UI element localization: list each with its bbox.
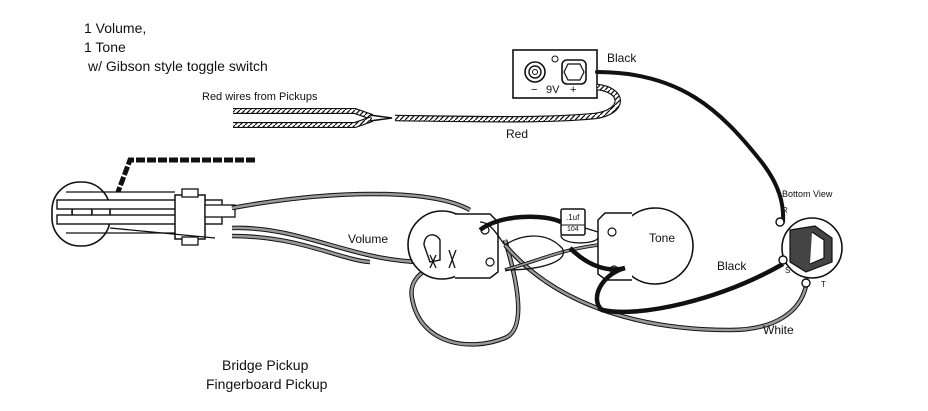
note-tone: 1 Tone [84, 39, 126, 55]
label-black-lower: Black [717, 259, 747, 273]
pickup-red-wires [233, 108, 393, 128]
jack-ring-label: R [782, 206, 788, 215]
note-volume: 1 Volume, [84, 20, 147, 36]
label-black-top: Black [607, 51, 637, 65]
black-wire-volume-to-tone [478, 214, 563, 232]
jack-ring-lug [775, 217, 785, 227]
shielded-wires [231, 191, 809, 347]
black-wire-battery-to-jack [595, 70, 786, 224]
black-wire-ground-loop [594, 262, 785, 315]
capacitor-value: .1uf [566, 213, 580, 222]
label-tone: Tone [649, 231, 676, 245]
note-toggle: w/ Gibson style toggle switch [88, 58, 268, 74]
battery-plus-label: + [570, 84, 577, 96]
label-fingerboard-pickup: Fingerboard Pickup [206, 376, 328, 392]
jack-tip-lug [801, 278, 811, 288]
thin-ground-loop [504, 235, 565, 271]
label-red-wires-from-pickups: Red wires from Pickups [202, 91, 318, 103]
battery-snap-negative [524, 61, 546, 83]
toggle-switch [51, 181, 236, 247]
tone-pot [597, 207, 694, 285]
battery-minus-label: − [531, 84, 538, 96]
battery-snap-positive [561, 59, 587, 85]
label-volume: Volume [348, 232, 389, 246]
battery-box [512, 49, 598, 99]
capacitor [560, 208, 599, 244]
label-bottom-view: Bottom View [782, 189, 833, 199]
label-white: White [763, 323, 794, 337]
jack-tip-label: T [821, 280, 826, 289]
label-bridge-pickup: Bridge Pickup [222, 357, 309, 373]
label-red: Red [506, 127, 529, 141]
volume-pot [407, 210, 499, 280]
jack-sleeve-label: S [785, 266, 791, 275]
output-jack [775, 217, 843, 288]
battery-voltage-label: 9V [546, 84, 560, 96]
capacitor-code: 104 [567, 226, 579, 233]
jack-sleeve-lug [778, 255, 788, 265]
toggle-cable [115, 157, 255, 193]
